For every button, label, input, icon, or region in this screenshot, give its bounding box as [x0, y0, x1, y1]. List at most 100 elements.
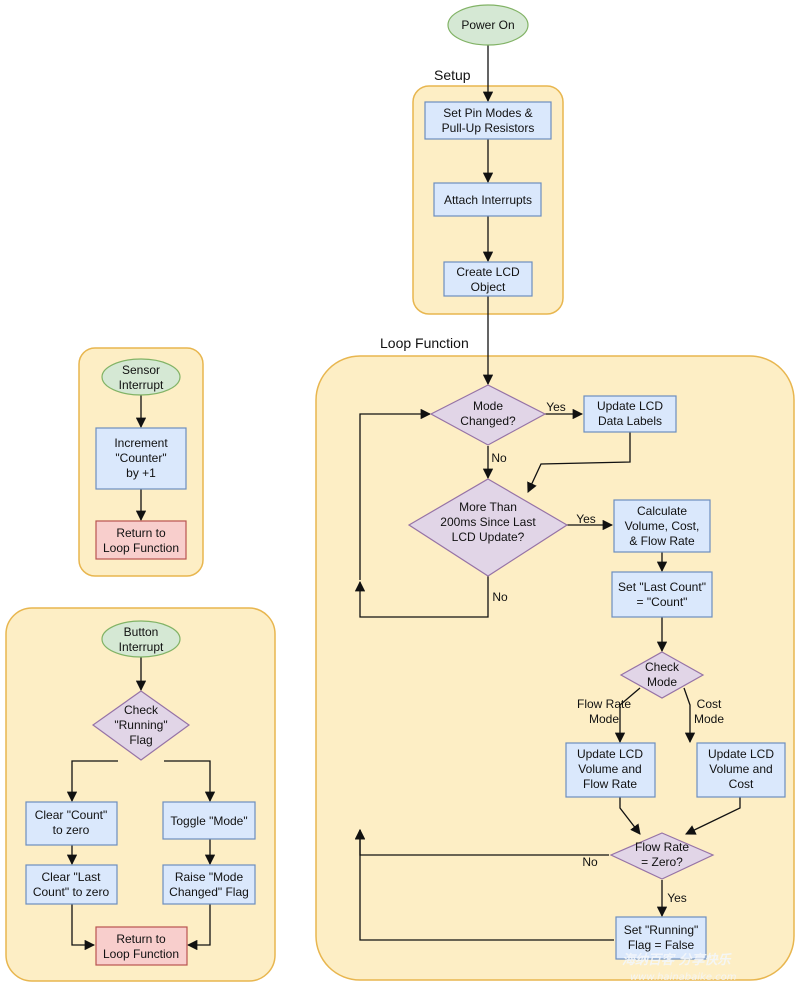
clear-count-node: [25, 801, 118, 846]
toggle-mode-label: Toggle "Mode": [170, 814, 247, 828]
edge-check-left: [66, 760, 118, 803]
attach-interrupts-label: Attach Interrupts: [444, 193, 532, 207]
sensor-interrupt-label-1: Sensor: [122, 363, 160, 377]
update-labels-label-1: Update LCD: [597, 399, 663, 413]
clear-count-label-1: Clear "Count": [35, 808, 108, 822]
button-interrupt-label-2: Interrupt: [119, 640, 164, 654]
attach-interrupts-node: [433, 182, 542, 217]
calculate-label-2: Volume, Cost,: [625, 519, 700, 533]
update-flow-rate-label-2: Volume and: [578, 762, 641, 776]
sensor-interrupt-label-2: Interrupt: [119, 378, 164, 392]
check-mode-label-1: Check: [645, 660, 680, 674]
setup-group-title: Setup: [434, 67, 471, 83]
return-loop-1-label-1: Return to: [116, 526, 166, 540]
toggle-mode-node: [162, 801, 256, 840]
button-interrupt-node: [101, 620, 181, 658]
more-than-200ms-label-3: LCD Update?: [452, 530, 525, 544]
update-flow-rate-label-1: Update LCD: [577, 747, 643, 761]
check-running-node: [91, 690, 191, 761]
raise-mode-changed-label-2: Changed" Flag: [169, 885, 249, 899]
edges: [66, 45, 741, 951]
flow-rate-zero-label-1: Flow Rate: [635, 840, 689, 854]
create-lcd-label-1: Create LCD: [456, 265, 520, 279]
raise-mode-changed-label-1: Raise "Mode: [175, 870, 244, 884]
calculate-node: [613, 499, 711, 553]
increment-counter-label-2: "Counter": [115, 451, 166, 465]
more-than-200ms-label-2: 200ms Since Last: [440, 515, 536, 529]
return-loop-2-node: [95, 926, 188, 966]
clear-last-count-label-1: Clear "Last: [42, 870, 102, 884]
check-mode-label-2: Mode: [647, 675, 677, 689]
update-flow-rate-node: [565, 742, 656, 798]
set-pin-modes-label-1: Set Pin Modes &: [443, 106, 532, 120]
button-interrupt-label-1: Button: [124, 625, 159, 639]
loop-function-group: [315, 355, 795, 981]
update-cost-label-1: Update LCD: [708, 747, 774, 761]
edge-check-right: [164, 760, 216, 803]
increment-counter-node: [95, 427, 187, 490]
clear-last-count-label-2: Count" to zero: [33, 885, 110, 899]
edge-cost-mode: [683, 687, 696, 744]
update-labels-node: [583, 395, 677, 433]
cost-mode-label-2: Mode: [694, 712, 724, 726]
more-than-200ms-node: [407, 478, 569, 577]
create-lcd-node: [443, 261, 533, 297]
mode-yes-label: Yes: [546, 400, 566, 414]
update-cost-node: [696, 742, 786, 798]
check-mode-node: [619, 651, 705, 699]
zero-yes-label: Yes: [667, 891, 687, 905]
check-running-label-1: Check: [124, 703, 159, 717]
return-loop-2-label-1: Return to: [116, 932, 166, 946]
set-running-false-label-1: Set "Running": [624, 923, 699, 937]
zero-no-label: No: [582, 855, 598, 869]
flow-rate-zero-node: [609, 832, 715, 880]
set-pin-modes-node: [424, 101, 552, 140]
return-loop-1-label-2: Loop Function: [103, 541, 179, 555]
edge-200ms-no: [354, 576, 489, 618]
loop-function-group-title: Loop Function: [380, 335, 469, 351]
edge-labels: Yes No Yes No Flow Rate Mode Cost Mode N…: [491, 400, 724, 905]
edge-back-to-mode-changed: [359, 408, 432, 580]
update-cost-label-2: Volume and: [709, 762, 772, 776]
return-loop-2-label-2: Loop Function: [103, 947, 179, 961]
raise-mode-changed-node: [162, 864, 256, 905]
mode-no-label: No: [491, 451, 507, 465]
more-than-200ms-label-1: More Than: [459, 500, 517, 514]
watermark: 海纳百客 分享快乐 www.hainabaike.com: [622, 952, 737, 983]
clear-last-count-node: [25, 864, 118, 905]
200ms-no-label: No: [492, 590, 508, 604]
set-pin-modes-label-2: Pull-Up Resistors: [442, 121, 535, 135]
calculate-label-3: & Flow Rate: [629, 534, 695, 548]
create-lcd-label-2: Object: [471, 280, 506, 294]
calculate-label-1: Calculate: [637, 504, 687, 518]
update-flow-rate-label-3: Flow Rate: [583, 777, 637, 791]
flow-rate-mode-label-2: Mode: [589, 712, 619, 726]
power-on-node: [447, 4, 529, 46]
increment-counter-label-3: by +1: [126, 466, 156, 480]
set-running-false-node: [615, 916, 707, 960]
edge-cost-to-zero: [685, 797, 741, 835]
edge-clear-last-to-return: [71, 904, 96, 951]
power-on-label: Power On: [461, 18, 514, 32]
edge-labels-to-200ms: [527, 432, 631, 493]
edge-flow-rate-mode: [614, 687, 641, 744]
cost-mode-label-1: Cost: [697, 697, 722, 711]
flow-rate-zero-label-2: = Zero?: [641, 855, 683, 869]
edge-raise-to-return: [186, 904, 211, 951]
check-running-label-2: "Running": [114, 718, 167, 732]
sensor-interrupt-node: [101, 358, 181, 396]
set-running-false-label-2: Flag = False: [628, 938, 695, 952]
return-loop-1-node: [95, 520, 187, 560]
increment-counter-label-1: Increment: [114, 436, 168, 450]
set-last-count-label-2: = "Count": [637, 595, 688, 609]
mode-changed-label-1: Mode: [473, 399, 503, 413]
check-running-label-3: Flag: [129, 733, 152, 747]
200ms-yes-label: Yes: [576, 512, 596, 526]
mode-changed-node: [429, 384, 547, 446]
watermark-url: www.hainabaike.com: [630, 972, 737, 983]
set-last-count-label-1: Set "Last Count": [618, 580, 706, 594]
flow-rate-mode-label-1: Flow Rate: [577, 697, 631, 711]
mode-changed-label-2: Changed?: [460, 414, 516, 428]
edge-running-back: [354, 828, 614, 941]
